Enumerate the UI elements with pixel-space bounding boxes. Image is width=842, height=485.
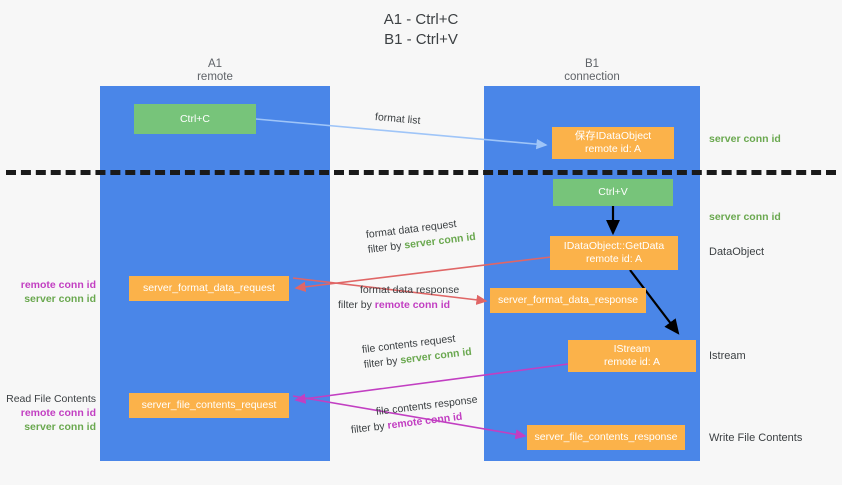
lane-header-a1: A1 remote [100,58,330,84]
message-format-data-request: format data request filter by server con… [365,215,476,258]
note-write-file-contents: Write File Contents [709,432,803,444]
node-ctrl-v-label: Ctrl+V [598,186,628,198]
node-istream-line1: IStream [613,343,651,355]
node-server-file-contents-response[interactable]: server_file_contents_response [527,425,685,450]
phase-separator [6,170,836,175]
message-file-contents-response-prefix: filter by [350,419,389,437]
message-format-data-response-line2: filter by remote conn id [338,298,459,313]
note-format-conn-ids: remote conn id server conn id [0,278,96,306]
title-line-1: A1 - Ctrl+C [383,11,459,28]
message-format-data-response: format data response filter by remote co… [338,283,460,313]
message-file-contents-request: file contents request filter by server c… [361,330,472,373]
node-server-file-contents-request-label: server_file_contents_request [141,399,277,411]
node-getdata-line2: remote id: A [585,253,643,265]
note-server-conn-id-mid: server conn id [709,211,781,223]
message-format-data-request-prefix: filter by [367,239,406,256]
lane-header-a1-subtitle: remote [197,71,233,83]
node-server-format-data-response[interactable]: server_format_data_response [490,288,646,313]
note-file-server-conn-id: server conn id [24,421,96,433]
message-format-list: format list [374,110,421,129]
node-getdata-line1: IDataObject::GetData [563,240,665,252]
lane-header-b1-title: B1 [584,58,600,70]
node-ctrl-v[interactable]: Ctrl+V [553,179,673,206]
note-read-file-contents: Read File Contents [6,393,96,405]
node-save-idataobject[interactable]: 保存IDataObject remote id: A [552,127,674,159]
lane-header-a1-title: A1 [207,58,223,70]
node-save-idataobject-line1: 保存IDataObject [574,130,652,142]
lane-header-b1: B1 connection [484,58,700,84]
node-ctrl-c-label: Ctrl+C [179,112,211,125]
title-line-2: B1 - Ctrl+V [384,31,458,48]
page-title: A1 - Ctrl+C B1 - Ctrl+V [0,10,842,50]
note-format-server-conn-id: server conn id [24,293,96,305]
node-save-idataobject-line2: remote id: A [584,143,642,155]
message-file-contents-request-prefix: filter by [363,354,402,371]
node-server-format-data-request[interactable]: server_format_data_request [129,276,289,301]
message-format-data-response-line1: format data response [360,284,460,296]
node-ctrl-c[interactable]: Ctrl+C [134,104,256,134]
message-format-data-response-prefix: filter by [338,299,375,311]
node-getdata[interactable]: IDataObject::GetData remote id: A [550,236,678,270]
note-read-file-contents-block: Read File Contents remote conn id server… [0,392,96,434]
node-server-format-data-response-label: server_format_data_response [497,294,639,306]
message-file-contents-response: file contents response filter by remote … [350,393,480,437]
note-server-conn-id-top: server conn id [709,133,781,145]
node-istream[interactable]: IStream remote id: A [568,340,696,372]
message-format-list-text: format list [374,111,421,127]
note-file-remote-conn-id: remote conn id [20,407,96,419]
node-server-format-data-request-label: server_format_data_request [143,282,275,294]
note-istream: Istream [709,350,746,362]
lane-header-b1-subtitle: connection [564,71,620,83]
note-format-remote-conn-id: remote conn id [20,279,96,291]
node-server-file-contents-request[interactable]: server_file_contents_request [129,393,289,418]
note-dataobject: DataObject [709,246,765,258]
node-istream-line2: remote id: A [603,356,661,368]
node-server-file-contents-response-label: server_file_contents_response [534,431,678,443]
message-format-data-response-em: remote conn id [374,299,451,311]
